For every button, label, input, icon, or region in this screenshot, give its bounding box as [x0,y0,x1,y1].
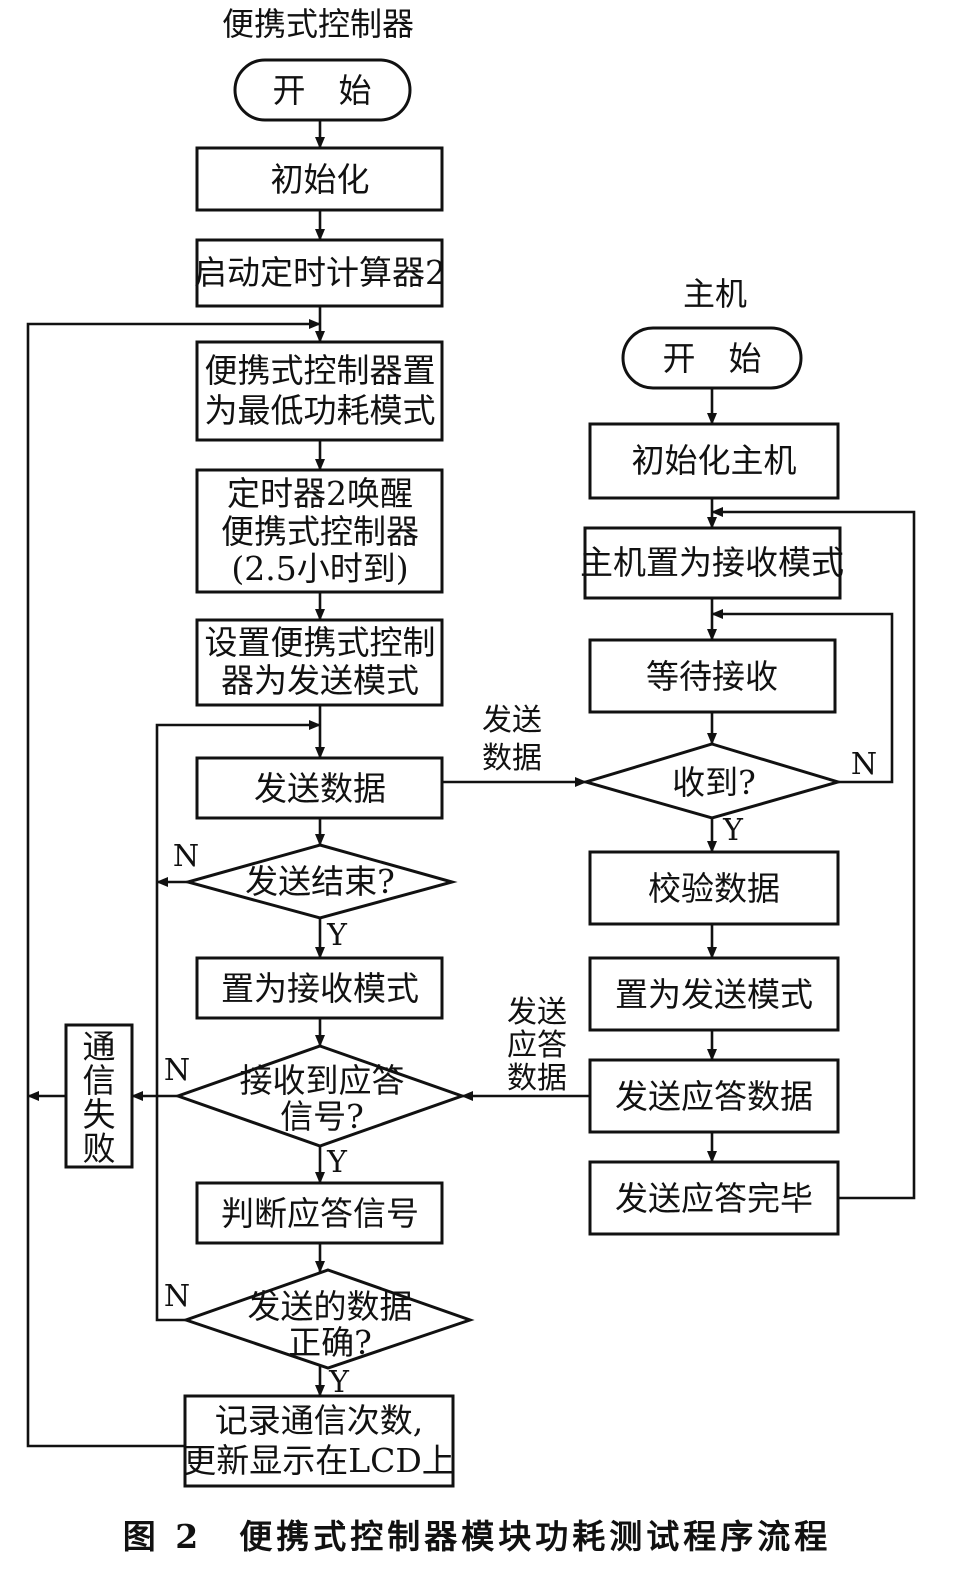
node-send-data: 发送数据 [195,756,444,820]
node-set-send-mode-line-1: 设置便携式控制 [205,623,436,662]
node-timer-wake: 定时器2唤醒 便携式控制器 (2.5小时到) [195,468,444,594]
label-ack-no: N [164,1053,190,1088]
node-data-correct-decision: 发送的数据 正确? [181,1268,475,1370]
node-timer-wake-line-3: (2.5小时到) [231,549,408,588]
label-send-end-yes: Y [326,918,348,953]
node-send-ack-data-text: 发送应答数据 [615,1077,813,1116]
node-wait-receive-text: 等待接收 [646,657,778,696]
node-set-receive-mode-text: 置为接收模式 [221,969,419,1008]
edge-received-no-loop [711,609,894,784]
node-send-end-text: 发送结束? [245,862,395,901]
label-send-data-line-2: 数据 [482,741,542,776]
label-send-ack-line-2: 应答 [507,1028,567,1063]
label-correct-yes: Y [328,1365,350,1400]
node-host-start: 开 始 [621,326,803,390]
node-low-power-line-2: 为最低功耗模式 [205,391,436,430]
node-receive-ack-line-1: 接收到应答 [240,1061,405,1100]
node-fail-char-4: 败 [83,1129,116,1168]
node-send-data-text: 发送数据 [254,769,386,808]
node-host-init-text: 初始化主机 [632,441,797,480]
node-portable-init-text: 初始化 [271,160,370,199]
node-fail-char-3: 失 [83,1095,116,1134]
node-portable-init: 初始化 [195,146,444,212]
node-timer-wake-line-1: 定时器2唤醒 [227,474,413,513]
node-host-start-text: 开 始 [663,339,762,378]
label-send-ack-line-1: 发送 [507,995,567,1030]
node-start-timer: 启动定时计算器2 [194,238,446,308]
label-correct-no: N [164,1279,190,1314]
label-received-yes: Y [722,813,744,848]
node-send-end-decision: 发送结束? [182,843,458,920]
node-portable-start-text: 开 始 [273,71,372,110]
node-record-count: 记录通信次数, 更新显示在LCD上 [183,1394,455,1488]
label-send-data-line-1: 发送 [482,703,542,738]
node-communication-fail: 通 信 失 败 [64,1023,134,1169]
node-verify-data-text: 校验数据 [648,869,780,908]
host-heading: 主机 [683,275,747,313]
node-portable-start: 开 始 [233,58,412,122]
label-received-no: N [851,747,877,782]
node-data-correct-line-1: 发送的数据 [248,1287,413,1326]
label-send-end-no: N [173,839,199,874]
node-data-correct-line-2: 正确? [288,1323,372,1362]
node-receive-ack-line-2: 信号? [280,1097,364,1136]
node-low-power-line-1: 便携式控制器置 [205,351,436,390]
node-low-power-mode: 便携式控制器置 为最低功耗模式 [195,340,444,442]
node-host-receive-mode-text: 主机置为接收模式 [580,543,844,582]
node-ack-done-text: 发送应答完毕 [615,1179,813,1218]
node-judge-ack-text: 判断应答信号 [221,1194,419,1233]
node-fail-char-1: 通 [83,1027,116,1066]
edge-done-loop-back [711,507,916,1200]
label-ack-yes: Y [326,1145,348,1180]
node-host-send-mode: 置为发送模式 [588,956,840,1032]
node-fail-char-2: 信 [83,1061,116,1100]
node-received-text: 收到? [672,763,756,802]
node-start-timer-text: 启动定时计算器2 [194,253,446,292]
edge-resend-loop [155,720,321,1322]
node-received-decision: 收到? [580,742,844,820]
node-timer-wake-line-2: 便携式控制器 [221,512,419,551]
node-judge-ack: 判断应答信号 [195,1181,444,1245]
node-host-init: 初始化主机 [588,422,840,500]
node-set-send-mode-line-2: 器为发送模式 [221,661,419,700]
portable-controller-heading: 便携式控制器 [222,5,414,43]
node-receive-ack-decision: 接收到应答 信号? [173,1044,467,1148]
node-record-count-line-2: 更新显示在LCD上 [183,1441,455,1480]
node-send-ack-data: 发送应答数据 [588,1058,840,1134]
node-host-send-mode-text: 置为发送模式 [615,975,813,1014]
node-verify-data: 校验数据 [588,850,840,926]
node-set-receive-mode: 置为接收模式 [195,956,444,1020]
node-set-send-mode: 设置便携式控制 器为发送模式 [195,618,444,707]
node-host-receive-mode: 主机置为接收模式 [580,526,844,600]
edge-record-loop-back [26,319,321,1448]
figure-caption: 图 2 便携式控制器模块功耗测试程序流程 [123,1517,831,1556]
label-send-ack-line-3: 数据 [507,1061,567,1096]
node-record-count-line-1: 记录通信次数, [215,1401,424,1440]
node-wait-receive: 等待接收 [588,638,837,714]
node-ack-done: 发送应答完毕 [588,1160,840,1236]
